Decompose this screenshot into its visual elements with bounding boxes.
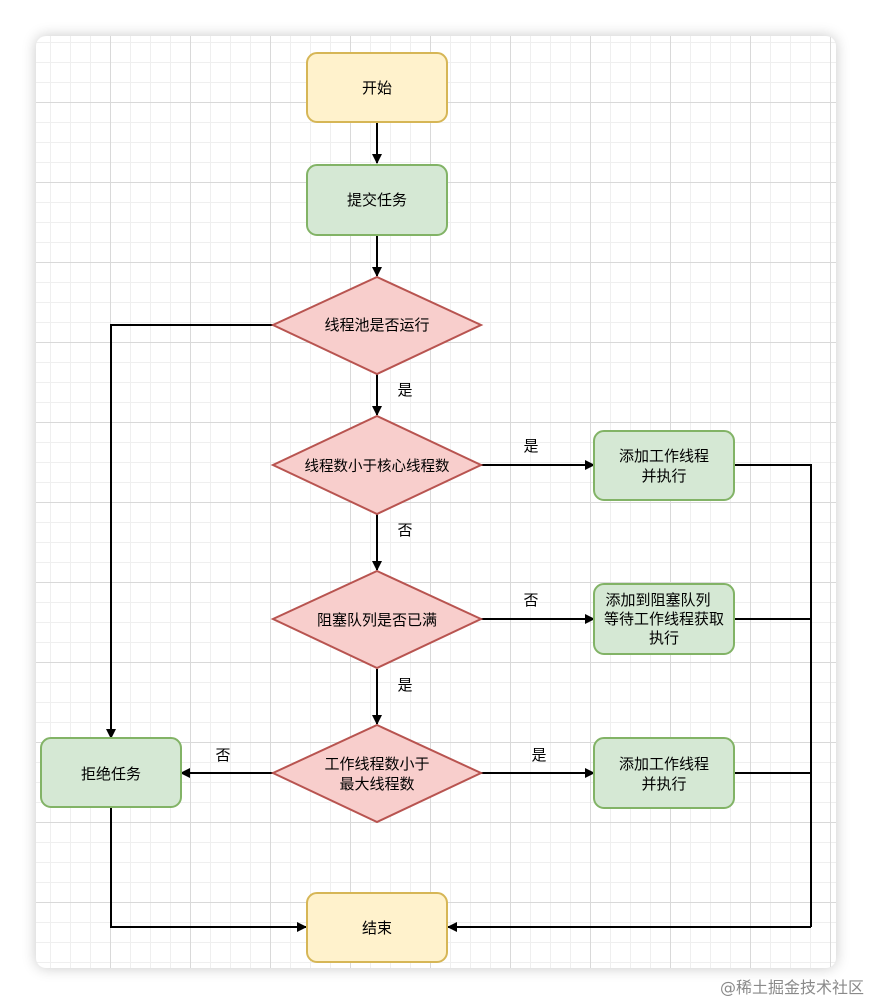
end-label: 结束 [362,919,392,937]
lt-max-line1: 工作线程数小于 [324,755,429,773]
reject-task-label: 拒绝任务 [81,765,141,783]
edge-label-queue-yes: 是 [397,676,412,694]
pool-running-decision: 线程池是否运行 [270,275,484,376]
edge-label-max-yes: 是 [531,746,546,764]
add-worker-1-line1: 添加工作线程 [619,447,709,465]
edge-label-core-yes: 是 [523,437,538,455]
lt-max-line2: 最大线程数 [339,775,414,793]
edge-reject-end [110,807,307,932]
start-node: 开始 [306,52,448,123]
lt-core-label: 线程数小于核心线程数 [305,458,450,475]
add-worker-2-line1: 添加工作线程 [619,755,709,773]
start-label: 开始 [362,79,392,97]
edge-label-core-no: 否 [397,521,412,539]
add-to-queue-node: 添加到阻塞队列 等待工作线程获取 执行 [593,583,735,655]
add-queue-line3: 执行 [649,629,679,647]
add-worker-1-line2: 并执行 [641,467,686,485]
add-worker-node-2: 添加工作线程 并执行 [593,737,735,809]
pool-running-label: 线程池是否运行 [324,316,429,334]
edge-running-reject [106,324,273,739]
submit-task-label: 提交任务 [347,191,407,209]
lt-core-decision: 线程数小于核心线程数 [270,414,484,516]
lt-max-decision: 工作线程数小于 最大线程数 [270,723,484,824]
add-queue-line1: 添加到阻塞队列 [605,591,710,609]
edge-label-max-no: 否 [215,746,230,764]
watermark: @稀土掘金技术社区 [719,978,864,997]
add-worker-node-1: 添加工作线程 并执行 [593,430,735,501]
submit-task-node: 提交任务 [306,164,448,236]
end-node: 结束 [306,892,448,963]
edge-addworker1-end [734,464,812,927]
edge-label-queue-no: 否 [523,591,538,609]
add-worker-2-line2: 并执行 [641,775,686,793]
queue-full-decision: 阻塞队列是否已满 [270,569,484,670]
queue-full-label: 阻塞队列是否已满 [317,611,437,629]
add-queue-line2: 等待工作线程获取 [604,610,724,628]
edge-label-running-yes: 是 [397,381,412,399]
reject-task-node: 拒绝任务 [40,737,182,808]
